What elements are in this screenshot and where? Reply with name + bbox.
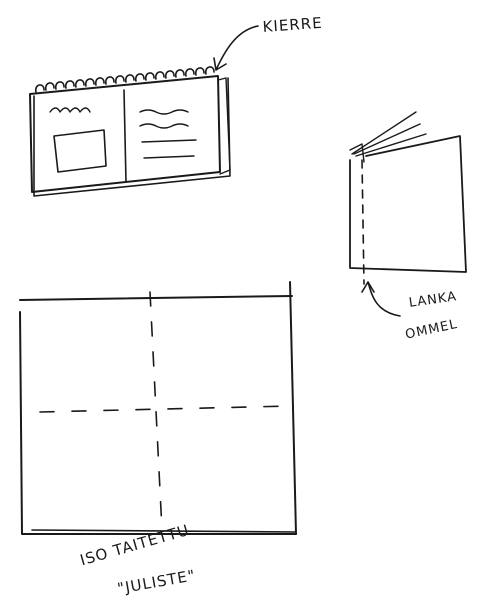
- sewn-booklet-sketch: [350, 112, 466, 284]
- horizontal-fold-line: [40, 406, 290, 412]
- spiral-arrow: [214, 26, 258, 70]
- spiral-booklet-sketch: [30, 67, 230, 196]
- stitch-line: [362, 160, 364, 284]
- folded-poster-sketch: [20, 282, 296, 534]
- thread-arrow: [362, 282, 400, 316]
- vertical-fold-line: [150, 292, 162, 530]
